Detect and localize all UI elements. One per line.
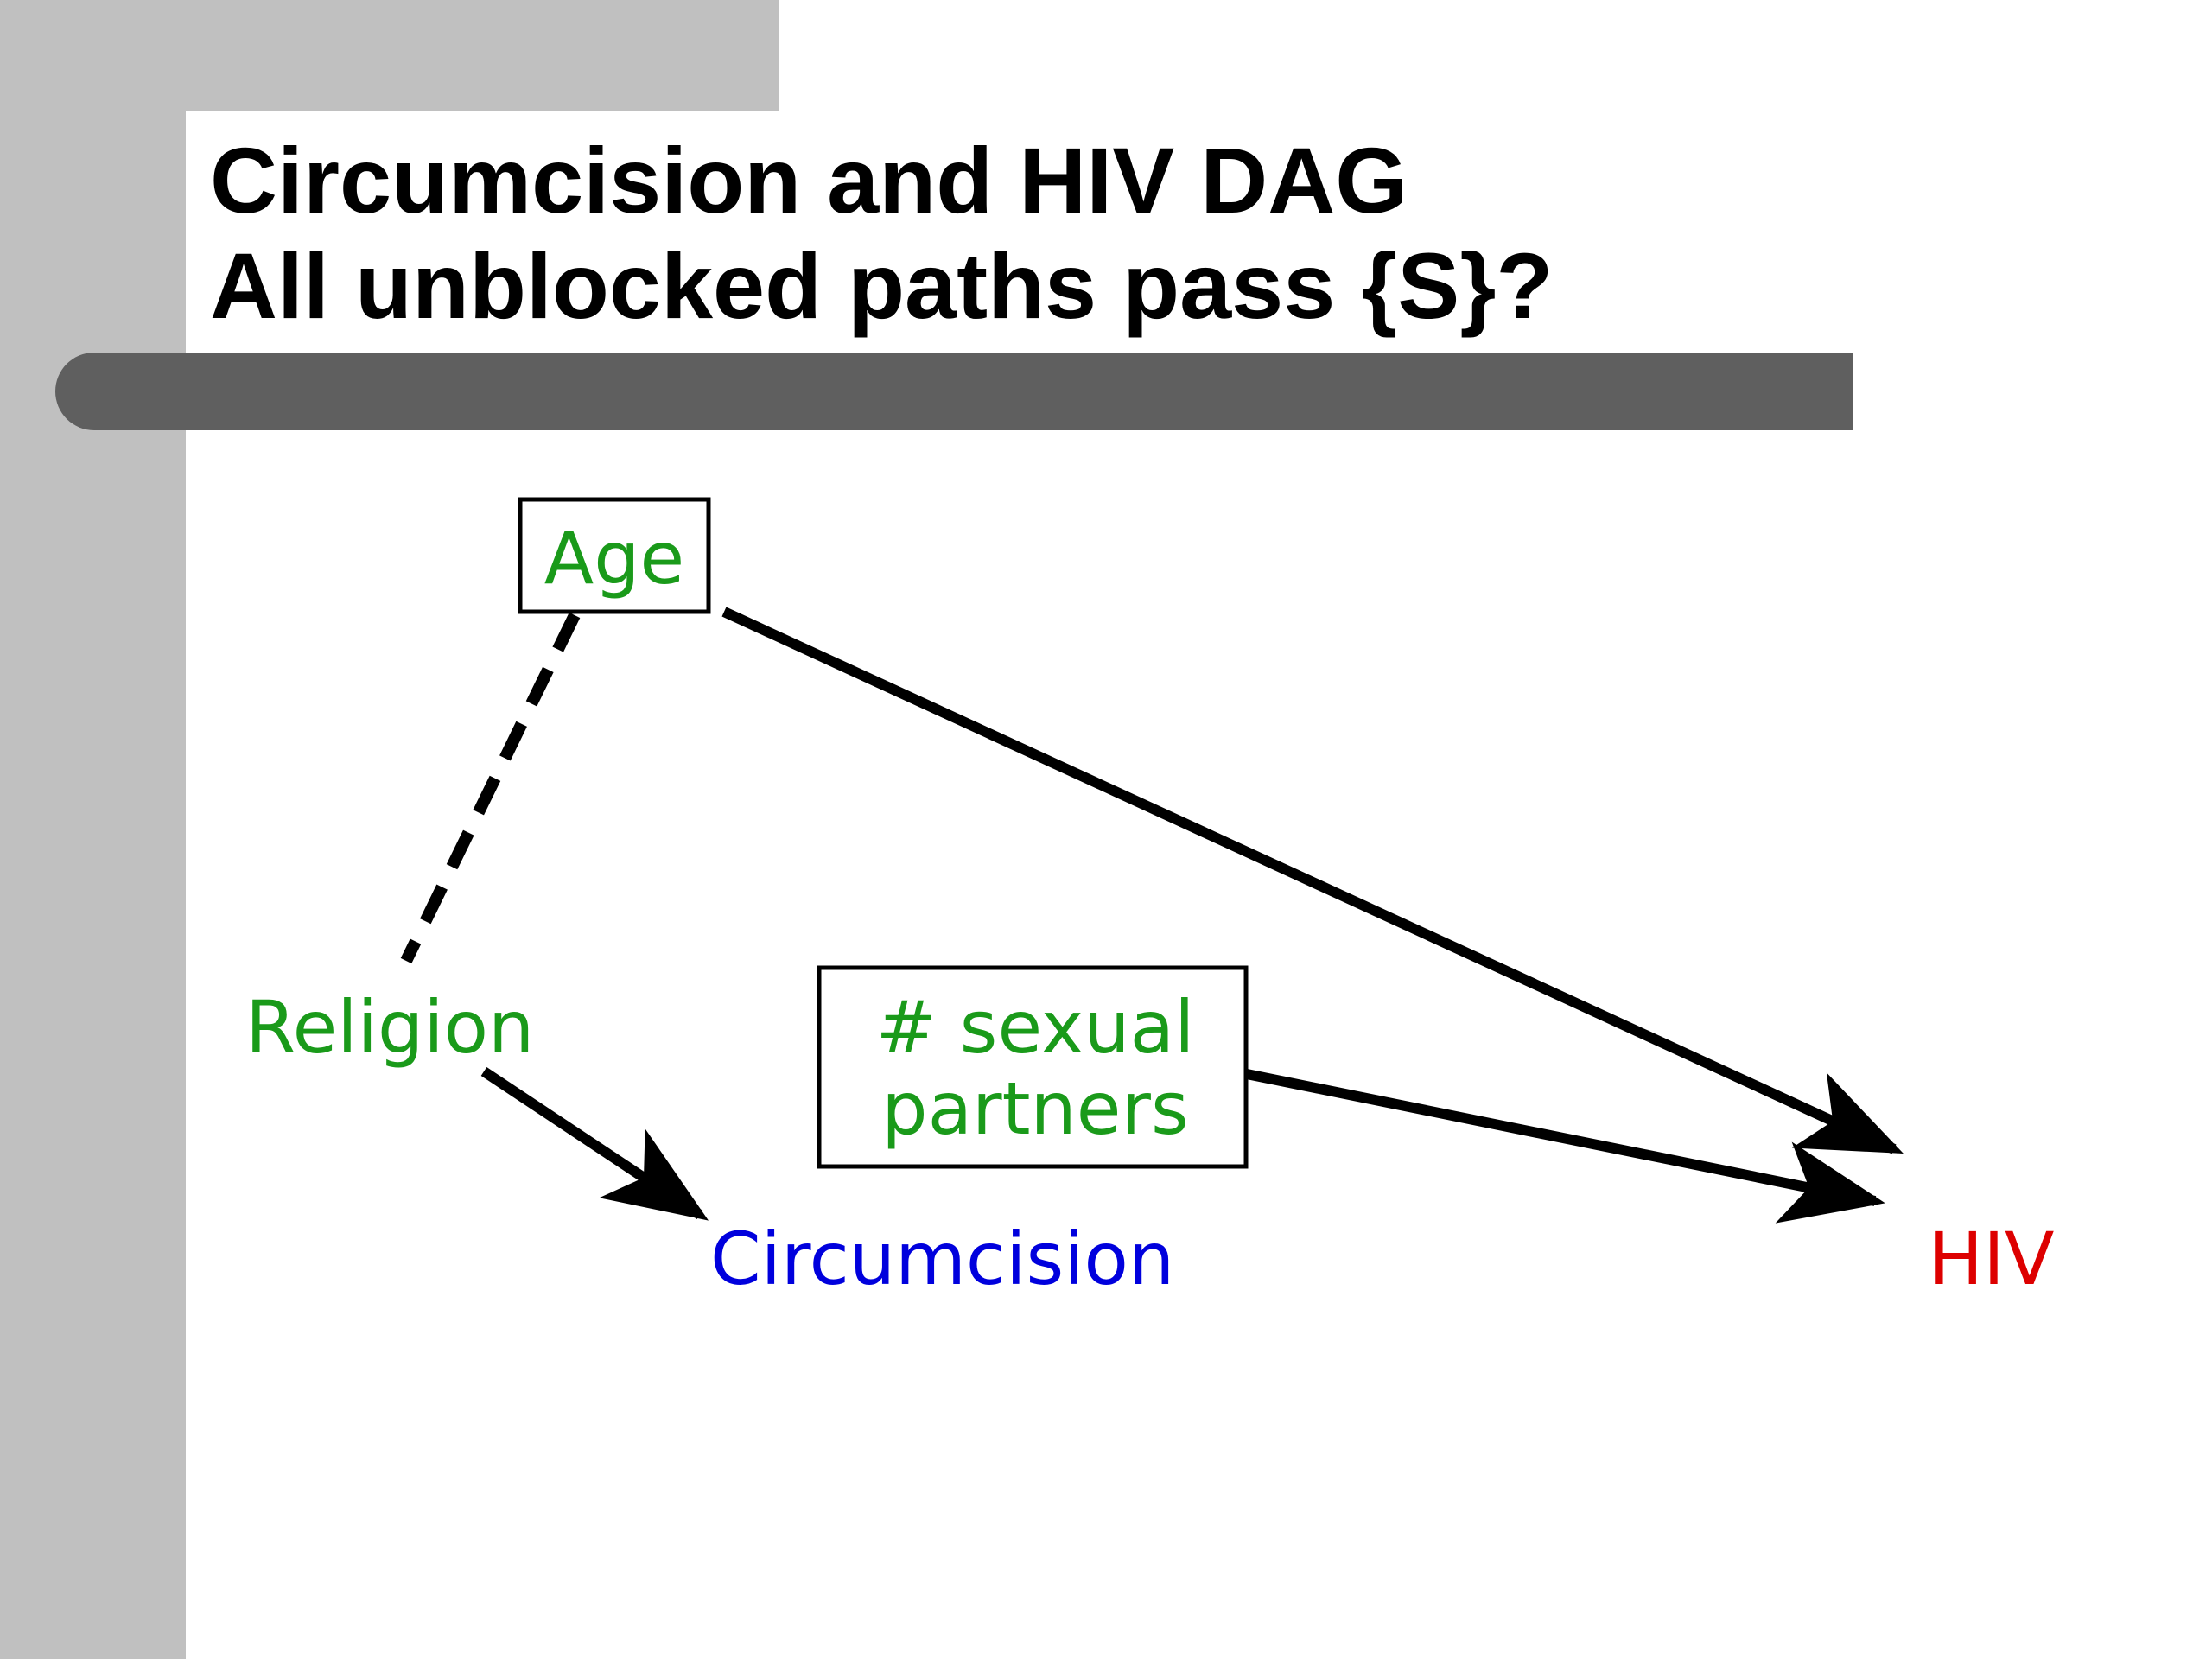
- religion-node-label: Religion: [245, 985, 534, 1070]
- edge-age-religion: [400, 612, 581, 964]
- edge-age-hiv: [721, 607, 1904, 1154]
- top-corner-decoration: [0, 0, 779, 111]
- title-divider-bar: [55, 353, 1853, 430]
- edge-partners-hiv: [1241, 1068, 1885, 1224]
- partners-node-label-line1: # sexual: [876, 985, 1195, 1070]
- age-node-label: Age: [544, 516, 684, 601]
- slide-title: Circumcision and HIV DAG All unblocked p…: [210, 128, 1553, 339]
- title-line-1: Circumcision and HIV DAG: [210, 128, 1408, 232]
- title-panel: [186, 111, 2212, 353]
- hiv-node-label: HIV: [1929, 1217, 2054, 1301]
- partners-node-box: [817, 965, 1249, 1169]
- partners-node-label-line2: partners: [881, 1066, 1188, 1151]
- age-node-box: [518, 497, 711, 614]
- edge-religion-circumcision: [480, 1067, 709, 1221]
- title-line-2: All unblocked paths pass {S}?: [210, 233, 1554, 338]
- circumcision-node-label: Circumcision: [710, 1217, 1174, 1301]
- left-sidebar-decoration: [0, 0, 186, 1659]
